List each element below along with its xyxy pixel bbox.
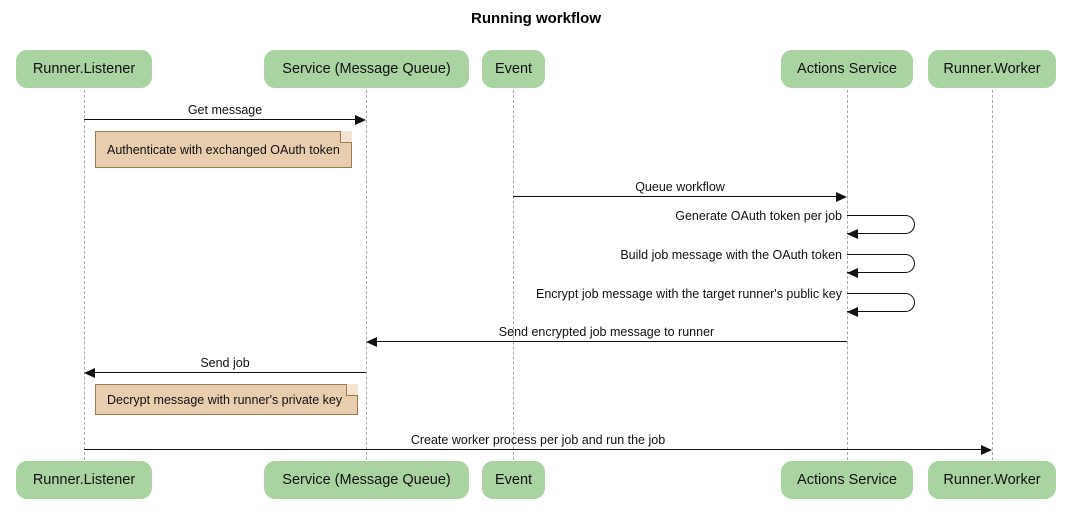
arrowhead-get-message <box>355 114 366 125</box>
note-label: Decrypt message with runner's private ke… <box>107 392 343 407</box>
participant-service-message-queue-bottom[interactable]: Service (Message Queue) <box>264 461 469 499</box>
selfloop-encrypt-job-message <box>847 293 915 312</box>
note-fold-icon <box>340 131 352 143</box>
participant-label: Runner.Worker <box>943 472 1041 488</box>
participant-event-bottom[interactable]: Event <box>482 461 545 499</box>
participant-actions-service-top[interactable]: Actions Service <box>781 50 913 88</box>
lifeline-service-message-queue <box>366 90 367 460</box>
arrowhead-create-worker-process <box>981 444 992 455</box>
participant-event-top[interactable]: Event <box>482 50 545 88</box>
participant-actions-service-bottom[interactable]: Actions Service <box>781 461 913 499</box>
participant-label: Actions Service <box>797 472 897 488</box>
message-label-create-worker-process: Create worker process per job and run th… <box>410 433 666 447</box>
participant-label: Service (Message Queue) <box>282 61 451 77</box>
lifeline-event <box>513 90 514 460</box>
message-label-generate-oauth-token: Generate OAuth token per job <box>675 209 842 223</box>
note-decrypt: Decrypt message with runner's private ke… <box>95 384 358 415</box>
participant-label: Actions Service <box>797 61 897 77</box>
participant-label: Service (Message Queue) <box>282 472 451 488</box>
participant-service-message-queue-top[interactable]: Service (Message Queue) <box>264 50 469 88</box>
arrowhead-queue-workflow <box>836 191 847 202</box>
note-label: Authenticate with exchanged OAuth token <box>107 142 340 157</box>
message-line-create-worker-process <box>84 449 981 450</box>
message-line-get-message <box>84 119 355 120</box>
page-title: Running workflow <box>471 10 601 27</box>
lifeline-runner-worker <box>992 90 993 460</box>
message-label-send-encrypted-job-message: Send encrypted job message to runner <box>498 325 715 339</box>
message-label-send-job: Send job <box>200 356 250 370</box>
arrowhead-send-job <box>84 367 95 378</box>
participant-label: Runner.Listener <box>32 472 136 488</box>
message-line-queue-workflow <box>513 196 836 197</box>
selfloop-build-job-message <box>847 254 915 273</box>
participant-runner-worker-top[interactable]: Runner.Worker <box>928 50 1056 88</box>
participant-label: Runner.Worker <box>943 61 1041 77</box>
arrowhead-build-job-message <box>847 267 858 278</box>
arrowhead-send-encrypted-job-message <box>366 336 377 347</box>
message-line-send-encrypted-job-message <box>377 341 847 342</box>
participant-runner-listener-bottom[interactable]: Runner.Listener <box>16 461 152 499</box>
message-label-build-job-message: Build job message with the OAuth token <box>620 248 842 262</box>
lifeline-runner-listener <box>84 90 85 460</box>
message-label-queue-workflow: Queue workflow <box>635 180 725 194</box>
arrowhead-generate-oauth-token <box>847 228 858 239</box>
participant-runner-worker-bottom[interactable]: Runner.Worker <box>928 461 1056 499</box>
note-fold-icon <box>346 384 358 396</box>
participant-label: Event <box>494 61 533 77</box>
arrowhead-encrypt-job-message <box>847 306 858 317</box>
participant-runner-listener-top[interactable]: Runner.Listener <box>16 50 152 88</box>
participant-label: Event <box>494 472 533 488</box>
message-label-get-message: Get message <box>187 103 263 117</box>
selfloop-generate-oauth-token <box>847 215 915 234</box>
note-authenticate: Authenticate with exchanged OAuth token <box>95 131 352 168</box>
participant-label: Runner.Listener <box>32 61 136 77</box>
message-line-send-job <box>95 372 366 373</box>
message-label-encrypt-job-message: Encrypt job message with the target runn… <box>535 287 842 301</box>
